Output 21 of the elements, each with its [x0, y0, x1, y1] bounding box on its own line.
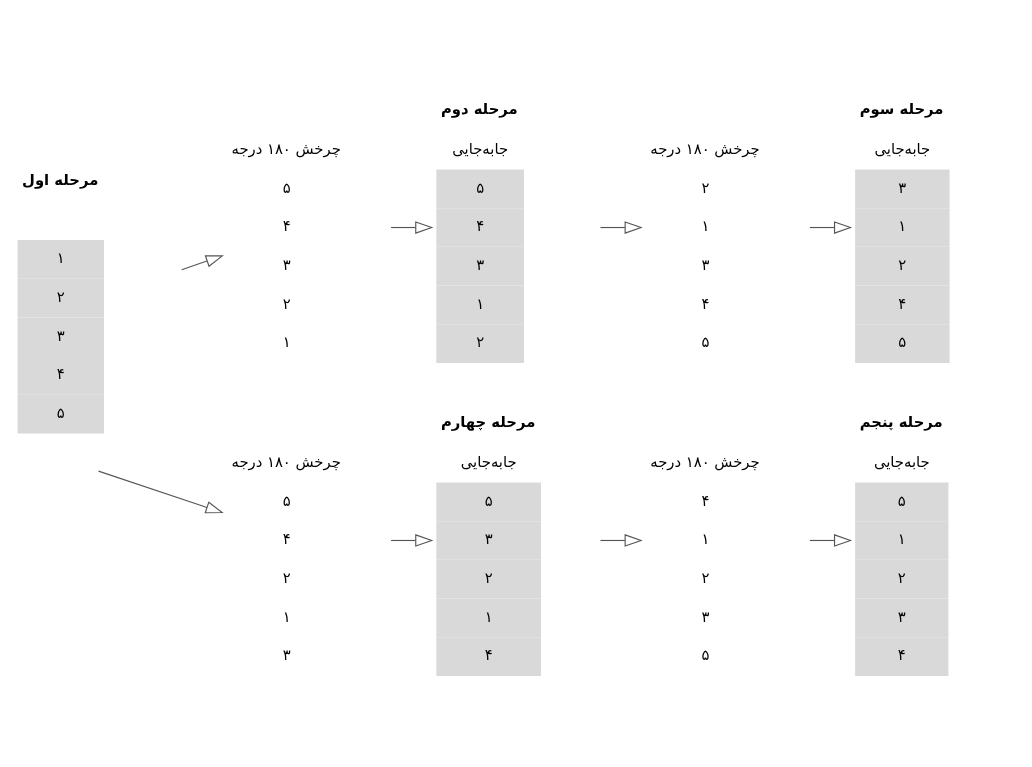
- arrow: [97, 470, 224, 513]
- node-label: جابه‌جایی: [873, 452, 930, 470]
- node-label: مرحله چهارم: [440, 412, 536, 430]
- arrow: [809, 220, 853, 234]
- arrow: [809, 533, 853, 547]
- arrow: [390, 220, 434, 234]
- node-text: چرخش ۱۸۰ درجه ۵ ۴ ۳ ۲ ۱: [231, 139, 341, 350]
- node-text: چرخش ۱۸۰ درجه ۵ ۴ ۲ ۱ ۳: [231, 452, 341, 663]
- arrow: [181, 254, 224, 270]
- node-label: مرحله اول: [22, 170, 99, 188]
- node-label: مرحله دوم: [440, 99, 518, 117]
- node-label: جابه‌جایی: [460, 452, 517, 470]
- node-label: جابه‌جایی: [452, 139, 509, 157]
- node-text: چرخش ۱۸۰ درجه ۴ ۱ ۲ ۳ ۵: [650, 452, 760, 663]
- arrow: [599, 220, 643, 234]
- arrow: [390, 533, 434, 547]
- arrow: [599, 533, 643, 547]
- node-label: مرحله سوم: [859, 99, 944, 117]
- node-label: جابه‌جایی: [874, 139, 931, 157]
- node-text: چرخش ۱۸۰ درجه ۲ ۱ ۳ ۴ ۵: [650, 139, 760, 350]
- node-label: مرحله پنجم: [859, 412, 943, 430]
